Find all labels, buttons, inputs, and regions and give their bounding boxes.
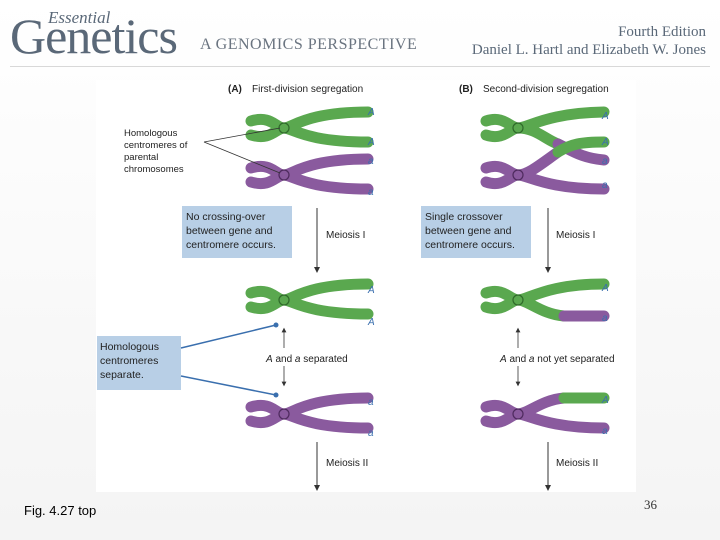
box-line: centromere occurs. — [425, 239, 515, 251]
allele-label: a — [368, 187, 374, 198]
edition: Fourth Edition — [618, 24, 706, 40]
logo-essential: Essential — [48, 8, 111, 27]
panel-a-mid-green-dyad — [245, 278, 374, 320]
box-line: Homologous — [100, 341, 159, 353]
a-separated-label: A and a separated — [265, 354, 348, 365]
panel-b-top-recombinant-chromosomes — [480, 106, 610, 195]
panel-a-bottom-purple-dyad — [245, 392, 374, 434]
svg-text:Single crossover betwe: Single crossover between gene and centro… — [425, 211, 515, 251]
box-line: between gene and — [425, 225, 512, 237]
panel-a-title: First-division segregation — [252, 84, 363, 95]
segregation-diagram: (A) First-division segregation (B) Secon… — [97, 84, 615, 491]
panel-b-title: Second-division segregation — [483, 84, 609, 95]
page-number: 36 — [644, 497, 657, 512]
allele-label: a — [602, 180, 608, 191]
callout-line: centromeres of — [124, 140, 188, 151]
allele-label: a — [368, 397, 374, 408]
allele-label: A — [601, 283, 609, 294]
logo-genetics: Genetics — [10, 8, 178, 64]
panel-a-label: (A) — [228, 84, 242, 95]
allele-label: a — [602, 156, 608, 167]
book-subtitle: A GENOMICS PERSPECTIVE — [200, 36, 418, 53]
box-line: centromere occurs. — [186, 239, 276, 251]
svg-text:No crossing-over betwe: No crossing-over between gene and centro… — [186, 211, 276, 251]
panel-b-label: (B) — [459, 84, 473, 95]
svg-text:Homologous centromeres: Homologous centromeres of parental chrom… — [124, 128, 190, 175]
allele-label: A — [601, 111, 609, 122]
figure-panel: (A) First-division segregation (B) Secon… — [96, 80, 636, 492]
allele-label: a — [602, 426, 608, 437]
meiosis-ii-label-b: Meiosis II — [556, 458, 598, 469]
panel-b-bottom-mixed-dyad — [480, 392, 610, 434]
allele-label: a — [602, 313, 608, 324]
callout-line: chromosomes — [124, 164, 184, 175]
centromeres-separate-box: Homologous centromeres separate. — [97, 322, 279, 398]
header-divider — [10, 66, 710, 67]
panel-a-top-green-chromosome — [245, 106, 374, 148]
meiosis-ii-label-a: Meiosis II — [326, 458, 368, 469]
panel-b-mid-mixed-dyad — [480, 278, 610, 322]
box-line: Single crossover — [425, 211, 503, 223]
box-line: centromeres — [100, 355, 158, 367]
figure-caption: Fig. 4.27 top — [24, 503, 97, 518]
centromere-callout: Homologous centromeres of parental chrom… — [124, 127, 281, 175]
allele-label: a — [368, 428, 374, 439]
authors: Daniel L. Hartl and Elizabeth W. Jones — [471, 42, 706, 58]
box-line: between gene and — [186, 225, 273, 237]
allele-label: A — [367, 285, 375, 296]
a-not-separated-label: A and a not yet separated — [499, 354, 615, 365]
allele-label: A — [367, 137, 375, 148]
box-line: separate. — [100, 369, 144, 381]
panel-a-top-purple-chromosome — [245, 153, 374, 195]
allele-label: a — [368, 156, 374, 167]
allele-label: A — [367, 107, 375, 118]
no-crossover-box: No crossing-over between gene and centro… — [182, 206, 292, 258]
svg-text:Homologous centromeres: Homologous centromeres separate. — [100, 341, 162, 381]
callout-line: Homologous — [124, 128, 178, 139]
meiosis-i-label-a: Meiosis I — [326, 230, 365, 241]
box-line: No crossing-over — [186, 211, 266, 223]
allele-label: A — [367, 317, 375, 328]
callout-line: parental — [124, 152, 158, 163]
single-crossover-box: Single crossover between gene and centro… — [421, 206, 531, 258]
allele-label: A — [601, 137, 609, 148]
meiosis-i-label-b: Meiosis I — [556, 230, 595, 241]
allele-label: A — [601, 395, 609, 406]
header-banner: Genetics Essential A GENOMICS PERSPECTIV… — [0, 0, 720, 64]
